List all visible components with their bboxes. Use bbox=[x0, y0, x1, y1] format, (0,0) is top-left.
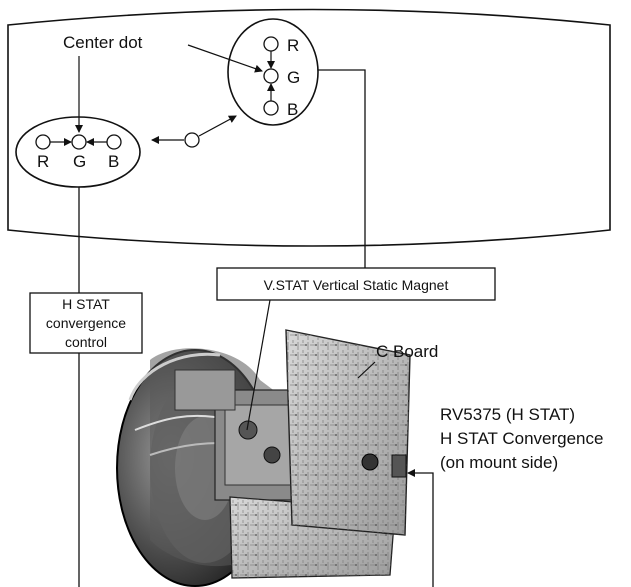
green-dot-middle bbox=[72, 135, 86, 149]
arrow-to-right-group bbox=[199, 116, 236, 136]
left-r-label: R bbox=[37, 152, 49, 171]
blue-dot-right bbox=[107, 135, 121, 149]
center-dot-arrow-right bbox=[188, 45, 262, 71]
vstat-label: V.STAT Vertical Static Magnet bbox=[264, 277, 449, 293]
green-dot-center bbox=[264, 69, 278, 83]
reference-dot bbox=[185, 133, 199, 147]
right-r-label: R bbox=[287, 36, 299, 55]
hstat-label-line3: control bbox=[65, 334, 107, 350]
center-dot-label: Center dot bbox=[63, 33, 143, 52]
blue-dot-bottom bbox=[264, 101, 278, 115]
rv5375-label-line2: H STAT Convergence bbox=[440, 429, 603, 448]
hstat-label-line2: convergence bbox=[46, 315, 126, 331]
vstat-connector bbox=[318, 70, 365, 268]
rv5375-label-line1: RV5375 (H STAT) bbox=[440, 405, 575, 424]
rv5375-label-line3: (on mount side) bbox=[440, 453, 558, 472]
right-g-label: G bbox=[287, 68, 300, 87]
left-b-label: B bbox=[108, 152, 119, 171]
right-b-label: B bbox=[287, 100, 298, 119]
hstat-label-line1: H STAT bbox=[62, 296, 110, 312]
red-dot-left bbox=[36, 135, 50, 149]
left-g-label: G bbox=[73, 152, 86, 171]
rv5375-pointer bbox=[408, 473, 433, 587]
red-dot-top bbox=[264, 37, 278, 51]
c-board-label: C Board bbox=[376, 342, 438, 361]
